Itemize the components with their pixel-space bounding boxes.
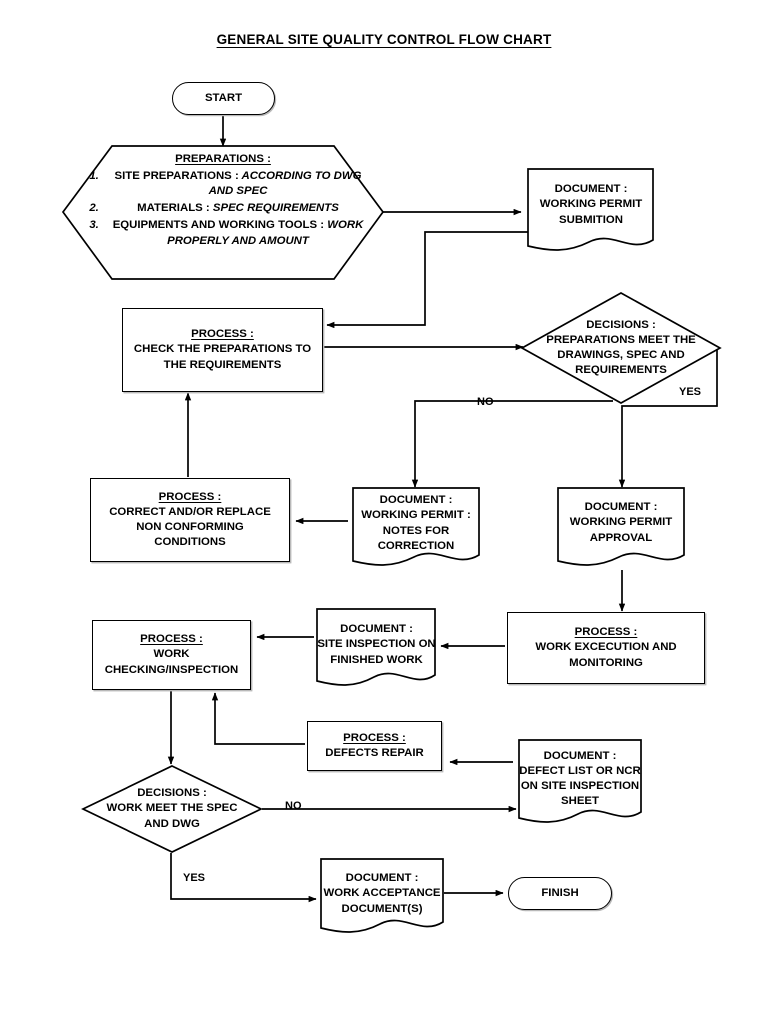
node-decision-work[interactable] [81,765,263,853]
node-correct-replace[interactable]: PROCESS : CORRECT AND/OR REPLACE NON CON… [90,478,290,562]
start-label: START [204,91,243,104]
edge-label-prep-yes: YES [679,386,702,398]
edge-defects-repair-to-work-checking [211,692,305,745]
node-defect-list[interactable] [518,739,644,831]
edge-decision-yes-to-permit-approval [618,347,718,488]
edge-label-work-no: NO [285,800,302,812]
node-start[interactable]: START [172,82,275,115]
node-work-execution[interactable]: PROCESS : WORK EXCECUTION AND MONITORING [507,612,705,684]
node-work-checking[interactable]: PROCESS : WORK CHECKING/INSPECTION [92,620,251,690]
edge-decision-work-yes-to-work-acceptance [170,853,317,903]
node-permit-submition[interactable] [527,168,657,260]
node-site-inspection[interactable] [316,608,438,694]
edge-label-work-yes: YES [183,872,206,884]
node-work-acceptance[interactable] [320,858,446,940]
node-check-preparations[interactable]: PROCESS : CHECK THE PREPARATIONS TO THE … [122,308,323,392]
node-finish[interactable]: FINISH [508,877,612,910]
node-decision-preparations[interactable] [520,292,722,404]
page-title: GENERAL SITE QUALITY CONTROL FLOW CHART [216,32,552,47]
node-permit-notes[interactable] [352,487,483,574]
node-defects-repair[interactable]: PROCESS : DEFECTS REPAIR [307,721,442,771]
node-preparations[interactable] [61,145,385,280]
node-permit-approval[interactable] [557,487,688,574]
finish-label: FINISH [541,886,579,899]
edge-label-prep-no: NO [477,396,494,408]
edge-permit-submition-to-check-preparations [326,231,529,329]
edge-decision-no-to-permit-notes [411,400,613,488]
